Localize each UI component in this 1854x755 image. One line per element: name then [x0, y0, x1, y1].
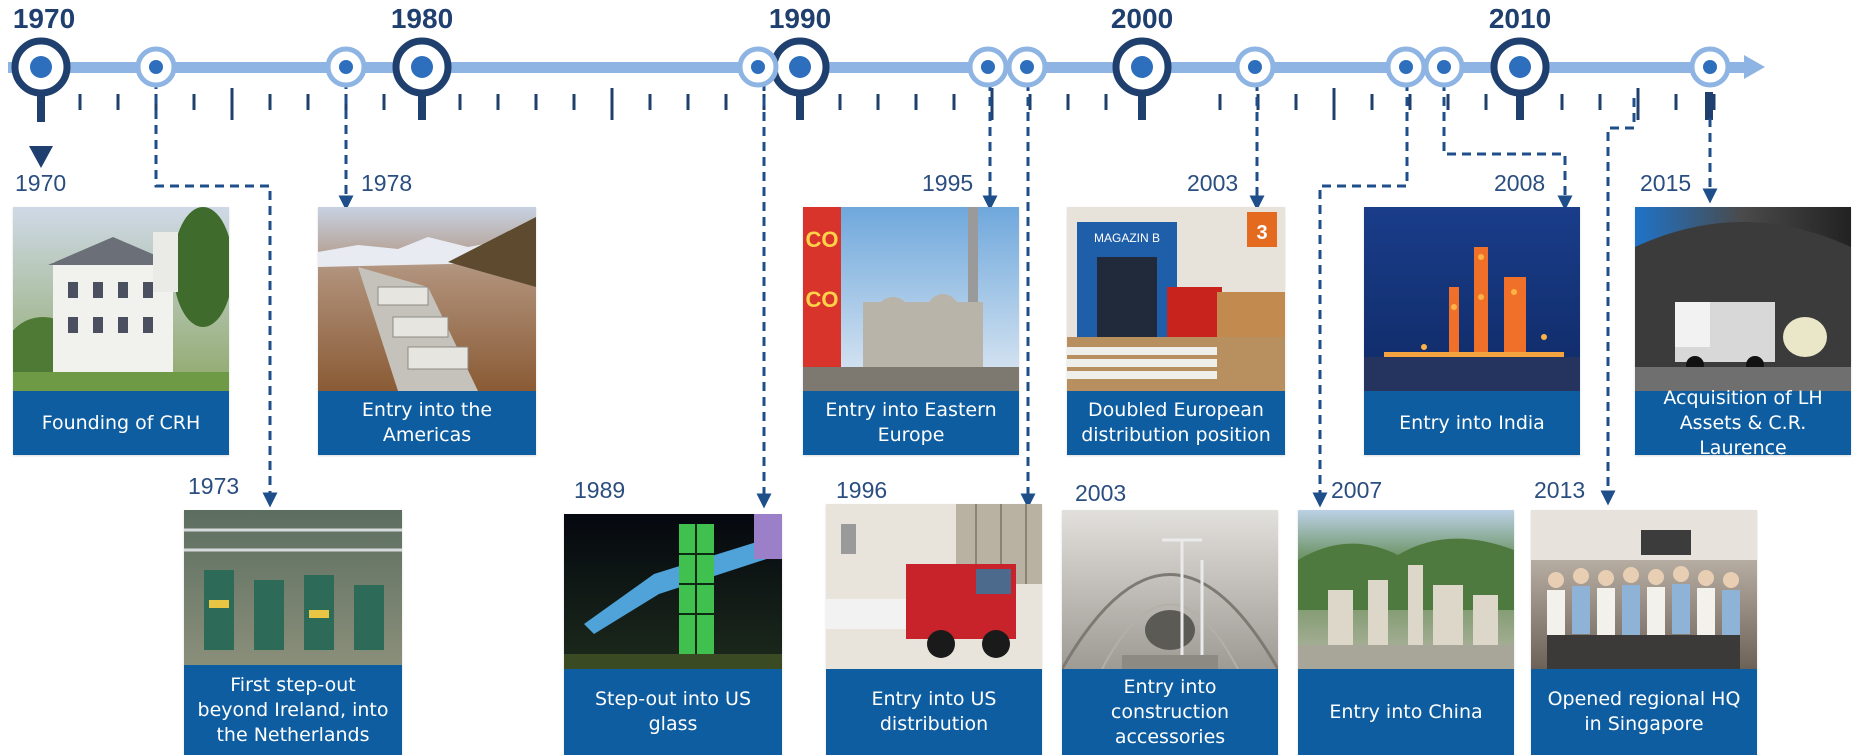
event-card-americas: Entry into the Americas	[318, 207, 536, 455]
warehouse-truck-photo: MAGAZIN B 3	[1067, 207, 1285, 391]
event-year: 1973	[188, 473, 240, 499]
decade-markers	[11, 37, 1550, 97]
event-caption: Entry into construction accessories	[1110, 675, 1230, 748]
event-connectors	[154, 80, 1718, 509]
group-photo	[1531, 510, 1757, 669]
event-year: 1996	[836, 477, 888, 503]
svg-text:3: 3	[1256, 222, 1267, 244]
event-year: 2003	[1075, 480, 1127, 506]
event-card-india: Entry into India	[1364, 207, 1580, 455]
event-caption: Entry into India	[1399, 411, 1545, 434]
event-caption: Entry into the Americas	[361, 399, 493, 446]
cement-plant-photo: CO CO	[803, 207, 1019, 391]
event-caption: Entry into US distribution	[871, 688, 997, 735]
event-caption: Doubled European distribution position	[1081, 399, 1271, 446]
country-house-photo	[13, 207, 229, 391]
event-card-eastern-europe: CO CO Entry into Eastern Europe	[803, 207, 1019, 455]
factory-interior-photo	[184, 510, 402, 665]
event-year: 2008	[1494, 170, 1546, 196]
tunnel-truck-photo	[1635, 207, 1851, 391]
event-year: 2015	[1640, 170, 1692, 196]
event-caption: First step-out beyond Ireland, into the …	[197, 673, 389, 746]
timeline-ticks	[78, 88, 1716, 120]
svg-text:CO: CO	[806, 287, 839, 312]
svg-text:MAGAZIN B: MAGAZIN B	[1094, 231, 1160, 245]
event-year: 1995	[922, 170, 974, 196]
event-card-us-distribution: Entry into US distribution	[826, 504, 1042, 755]
event-caption: Founding of CRH	[41, 411, 201, 434]
event-card-construction-accessories: Entry into construction accessories	[1062, 510, 1278, 755]
svg-text:CO: CO	[806, 227, 839, 252]
arrow-1970	[29, 146, 53, 168]
event-year: 2003	[1187, 170, 1239, 196]
event-year: 1970	[15, 170, 67, 196]
event-year: 2013	[1534, 477, 1586, 503]
tunnel-interior-photo	[1062, 510, 1278, 669]
red-truck-photo	[826, 504, 1042, 669]
concrete-pipes-photo	[318, 207, 536, 391]
decade-label-1970: 1970	[12, 3, 76, 34]
event-year: 1989	[574, 477, 626, 503]
event-card-singapore: Opened regional HQ in Singapore	[1531, 510, 1757, 755]
event-caption: Entry into Eastern Europe	[825, 399, 997, 446]
event-year: 1978	[361, 170, 413, 196]
china-cement-plant-photo	[1298, 510, 1514, 669]
event-year: 2007	[1331, 477, 1383, 503]
event-card-founding: Founding of CRH	[13, 207, 229, 455]
event-caption: Step-out into US glass	[594, 688, 752, 735]
decade-label-2010: 2010	[1488, 3, 1552, 34]
event-card-us-glass: Step-out into US glass	[564, 514, 782, 755]
event-card-china: Entry into China	[1298, 510, 1514, 755]
event-caption: Acquisition of LH Assets & C.R. Laurence	[1663, 386, 1823, 456]
decade-label-2000: 2000	[1110, 3, 1174, 34]
event-caption: Entry into China	[1329, 700, 1483, 723]
decade-label-1980: 1980	[390, 3, 454, 34]
event-card-distribution-position: MAGAZIN B 3 Doubled European distributio…	[1067, 207, 1285, 455]
timeline-axis	[8, 62, 1748, 73]
event-markers	[135, 46, 1731, 88]
decade-stems	[37, 92, 1713, 122]
timeline-arrowhead	[1744, 55, 1765, 79]
cement-plant-night-photo	[1364, 207, 1580, 391]
decade-label-1990: 1990	[768, 3, 832, 34]
event-card-acquisition: Acquisition of LH Assets & C.R. Laurence	[1635, 207, 1851, 455]
event-card-netherlands: First step-out beyond Ireland, into the …	[184, 510, 402, 755]
event-caption: Opened regional HQ in Singapore	[1547, 688, 1741, 735]
glass-building-night-photo	[564, 514, 782, 669]
